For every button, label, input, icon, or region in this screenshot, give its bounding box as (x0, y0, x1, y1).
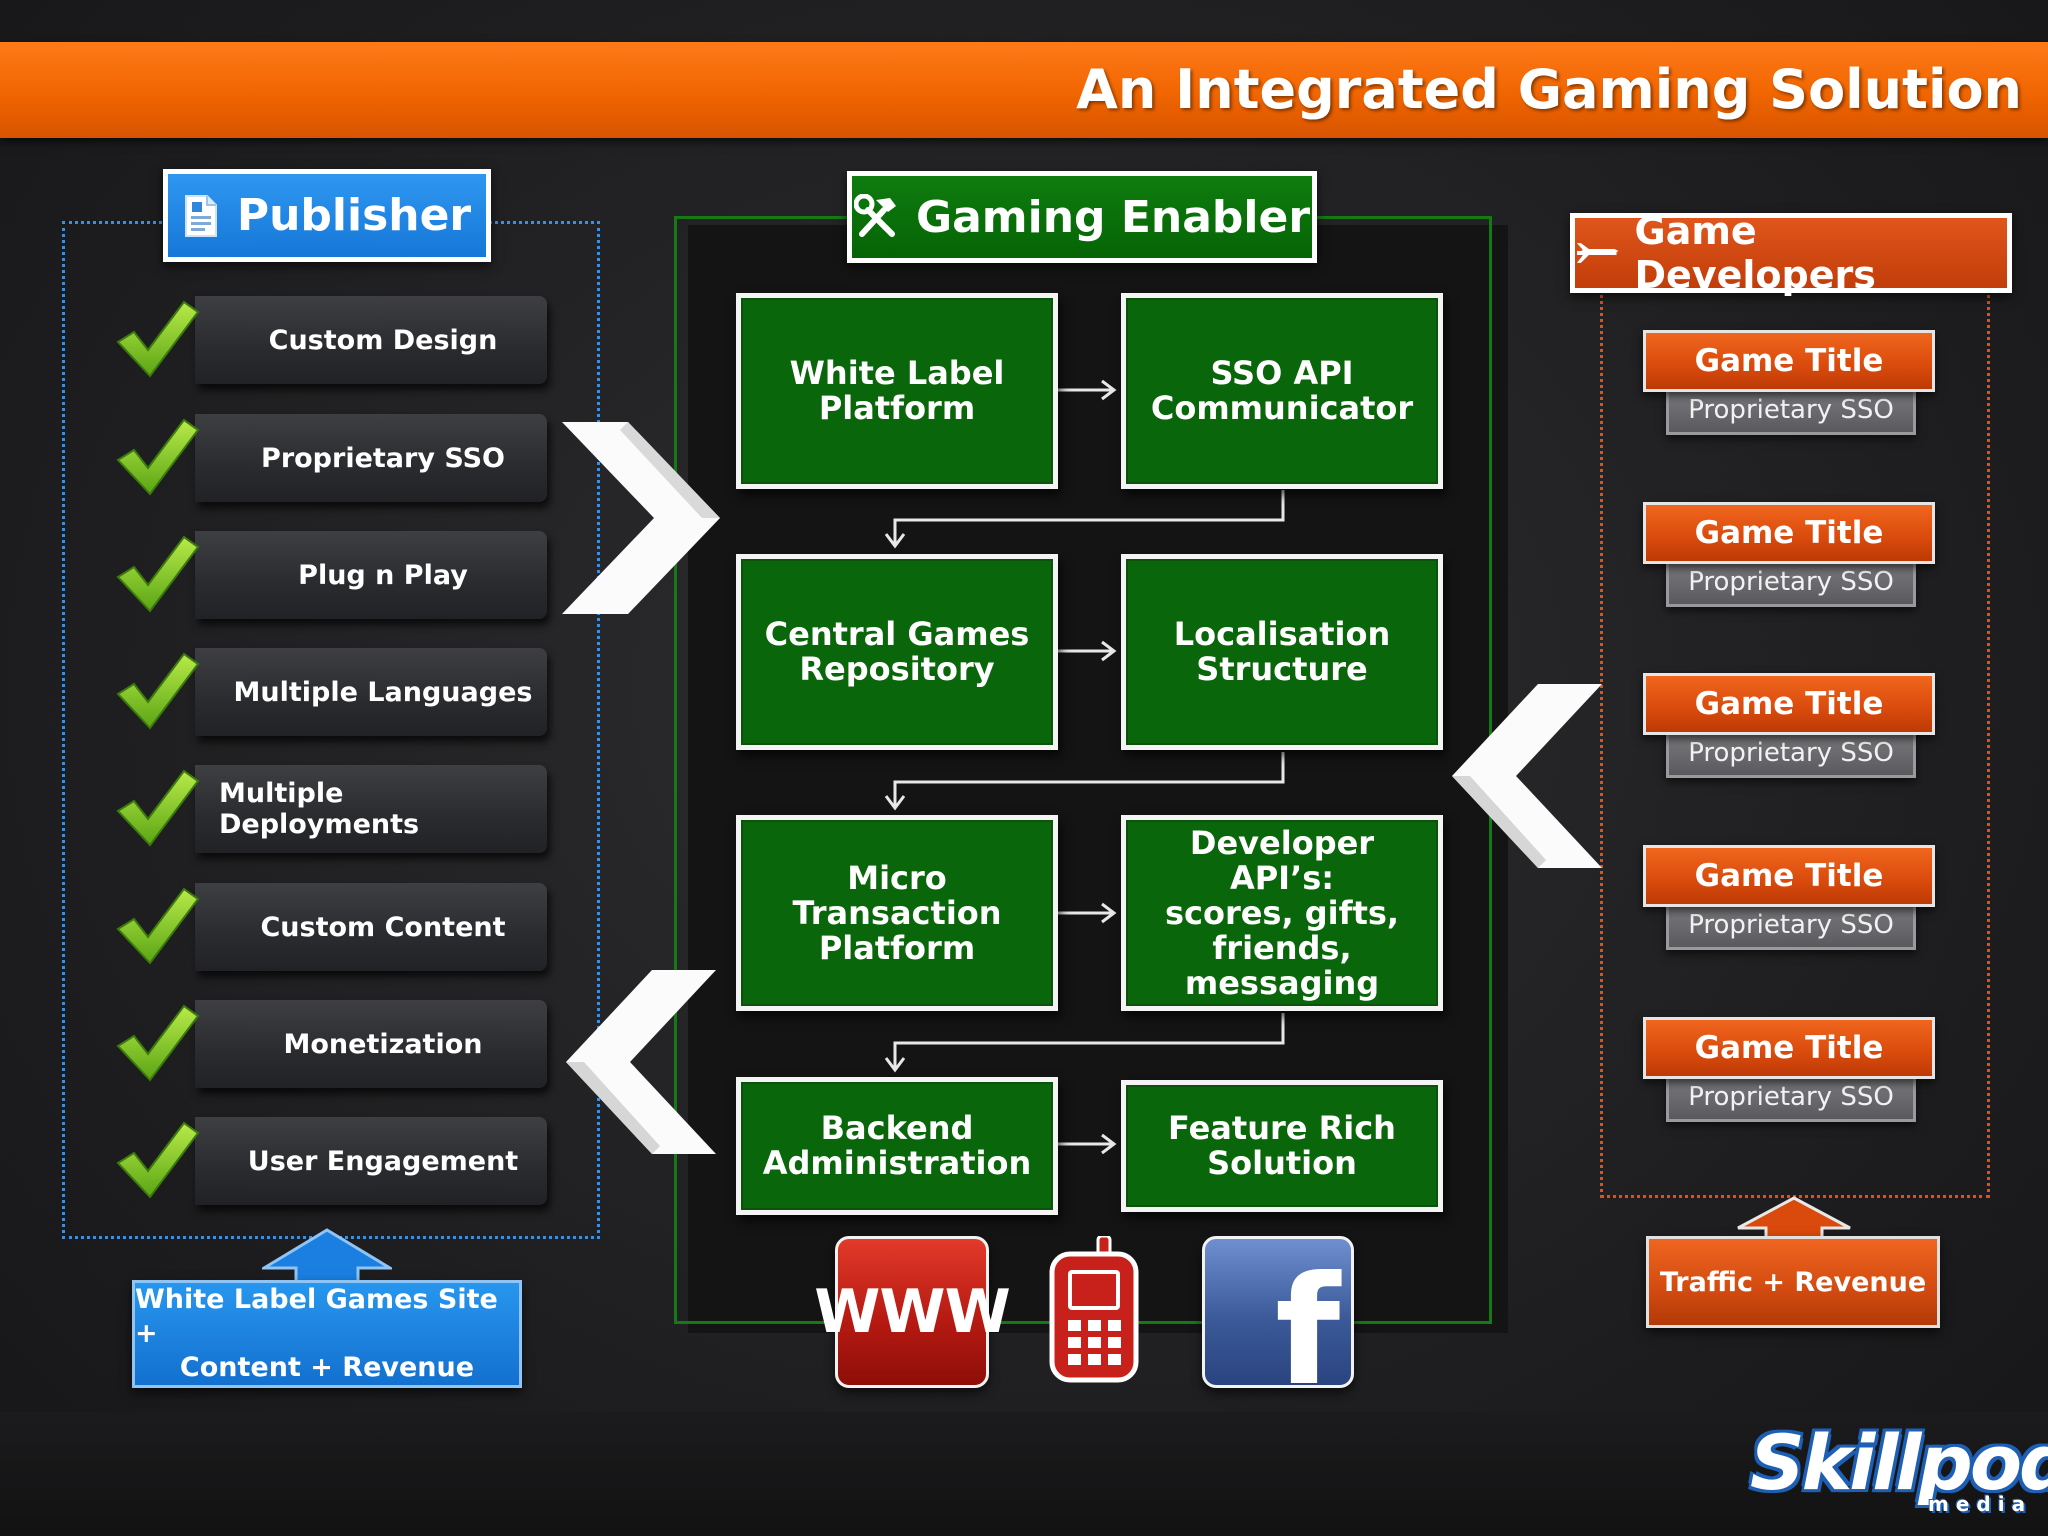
checkmark-icon (116, 418, 200, 496)
publisher-feature-item: Multiple Deployments (195, 765, 547, 853)
game-sso-text: Proprietary SSO (1688, 1082, 1894, 1112)
up-arrow-icon (262, 1228, 392, 1284)
page-title: An Integrated Gaming Solution (1076, 58, 2022, 121)
checkmark-icon (116, 769, 200, 847)
node-label: Feature Rich Solution (1168, 1109, 1396, 1182)
publisher-feature-label: Monetization (283, 1028, 483, 1060)
publisher-feature-item: Multiple Languages (195, 648, 547, 736)
node-backend-administration: Backend Administration (736, 1077, 1058, 1215)
game-title-text: Game Title (1694, 515, 1884, 551)
publisher-feature-item: User Engagement (195, 1117, 547, 1205)
game-title-badge: Game Title (1643, 1017, 1935, 1079)
document-icon (184, 194, 217, 237)
node-label: White Label Platform (789, 354, 1005, 427)
publisher-feature-item: Custom Content (195, 883, 547, 971)
node-label: Micro Transaction Platform (792, 858, 1002, 967)
developers-footer: Traffic + Revenue (1646, 1236, 1940, 1328)
game-title-text: Game Title (1694, 1030, 1884, 1066)
logo-sub: media (1928, 1492, 2033, 1516)
facebook-letter: f (1275, 1245, 1341, 1388)
node-label: Localisation Structure (1173, 615, 1391, 688)
game-sso-label: Proprietary SSO (1666, 900, 1916, 950)
game-sso-text: Proprietary SSO (1688, 395, 1894, 425)
developers-footer-label: Traffic + Revenue (1659, 1266, 1927, 1298)
publisher-feature-item: Monetization (195, 1000, 547, 1088)
publisher-footer-line2: Content + Revenue (179, 1352, 475, 1383)
game-title-text: Game Title (1694, 686, 1884, 722)
game-sso-text: Proprietary SSO (1688, 567, 1894, 597)
game-sso-text: Proprietary SSO (1688, 738, 1894, 768)
developers-title: Game Developers (1634, 209, 1876, 297)
publisher-feature-item: Plug n Play (195, 531, 547, 619)
publisher-feature-item: Custom Design (195, 296, 547, 384)
publisher-feature-item: Proprietary SSO (195, 414, 547, 502)
game-title-badge: Game Title (1643, 845, 1935, 907)
logo-name: Skillpod (1750, 1418, 2048, 1507)
up-arrow-icon (1737, 1196, 1851, 1242)
checkmark-icon (116, 1004, 200, 1082)
game-sso-label: Proprietary SSO (1666, 728, 1916, 778)
node-sso-api-communicator: SSO API Communicator (1121, 293, 1443, 489)
publisher-header: Publisher (163, 169, 491, 262)
facebook-icon: f (1202, 1236, 1354, 1388)
node-label: SSO API Communicator (1150, 354, 1414, 427)
publisher-feature-label: Custom Content (260, 911, 506, 943)
header-bar (0, 42, 2048, 138)
tools-icon (853, 194, 896, 237)
checkmark-icon (116, 1121, 200, 1199)
game-sso-label: Proprietary SSO (1666, 557, 1916, 607)
enabler-title: Gaming Enabler (915, 191, 1311, 243)
enabler-header: Gaming Enabler (847, 171, 1317, 263)
developers-header: Game Developers (1570, 209, 2012, 297)
node-central-games-repository: Central Games Repository (736, 554, 1058, 750)
node-micro-transaction-platform: Micro Transaction Platform (736, 815, 1058, 1011)
node-developer-apis: Developer API’s: scores, gifts, friends,… (1121, 815, 1443, 1011)
publisher-feature-label: Multiple Deployments (219, 778, 420, 840)
node-feature-rich-solution: Feature Rich Solution (1121, 1080, 1443, 1212)
publisher-feature-label: Proprietary SSO (261, 442, 505, 474)
plane-icon (1576, 243, 1619, 263)
publisher-feature-label: Plug n Play (298, 559, 468, 591)
skillpod-logo: Skillpod media (1750, 1418, 2048, 1528)
node-label: Central Games Repository (764, 615, 1030, 688)
publisher-title: Publisher (236, 190, 472, 241)
node-localisation-structure: Localisation Structure (1121, 554, 1443, 750)
game-sso-text: Proprietary SSO (1688, 910, 1894, 940)
checkmark-icon (116, 300, 200, 378)
publisher-feature-label: Multiple Languages (233, 676, 533, 708)
node-label: Developer API’s: scores, gifts, friends,… (1164, 823, 1400, 1002)
game-title-badge: Game Title (1643, 673, 1935, 735)
game-sso-label: Proprietary SSO (1666, 385, 1916, 435)
game-title-text: Game Title (1694, 858, 1884, 894)
game-title-badge: Game Title (1643, 330, 1935, 392)
www-label: WWW (814, 1277, 1011, 1347)
checkmark-icon (116, 652, 200, 730)
game-title-text: Game Title (1694, 343, 1884, 379)
checkmark-icon (116, 535, 200, 613)
node-label: Backend Administration (762, 1109, 1032, 1182)
checkmark-icon (116, 887, 200, 965)
game-title-badge: Game Title (1643, 502, 1935, 564)
footer-band (0, 1412, 2048, 1536)
game-sso-label: Proprietary SSO (1666, 1072, 1916, 1122)
publisher-footer: White Label Games Site + Content + Reven… (132, 1280, 522, 1388)
publisher-footer-line1: White Label Games Site + (135, 1284, 498, 1349)
mobile-phone-icon (1049, 1236, 1139, 1383)
node-white-label-platform: White Label Platform (736, 293, 1058, 489)
publisher-feature-label: User Engagement (247, 1145, 519, 1177)
publisher-feature-label: Custom Design (268, 324, 498, 356)
www-icon: WWW (814, 1236, 1011, 1388)
